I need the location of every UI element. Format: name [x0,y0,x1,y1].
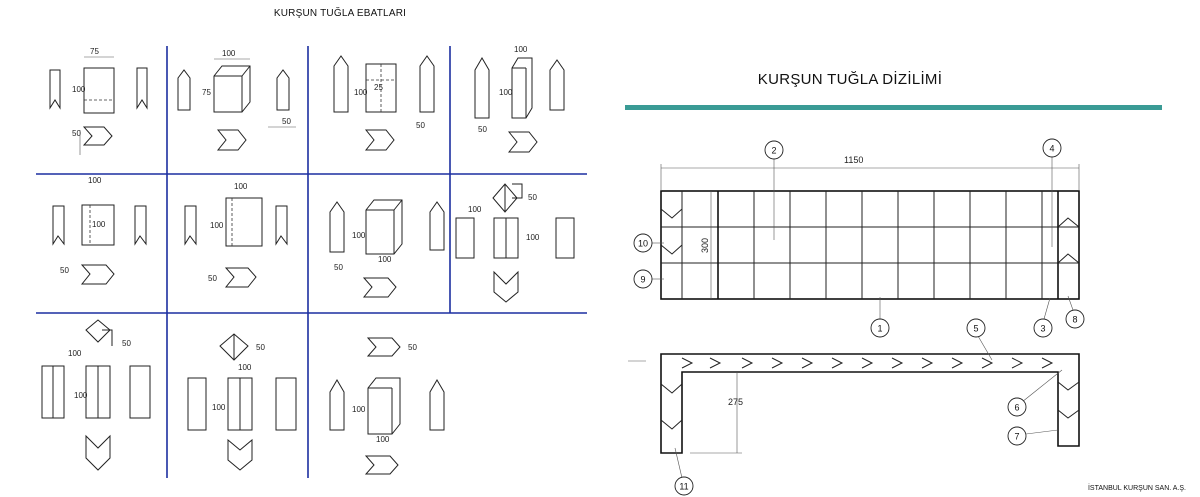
dim-label: 100 [526,233,540,242]
dim-label: 100 [499,88,513,97]
dim-label: 50 [208,274,217,283]
dim-label: 50 [416,121,425,130]
callout-4: 4 [1042,138,1062,247]
brick-wall-drawing: 1150 300 [660,155,1080,300]
brick-cell-5: 100 100 50 [52,176,147,285]
brick-cell-7: 100 100 50 [329,199,445,298]
return-outline [660,353,1080,454]
callout-10: 10 [633,233,664,253]
dim-label: 100 [88,176,102,185]
dim-label: 50 [256,343,265,352]
callout-2: 2 [764,140,784,240]
callout-9: 9 [633,269,664,289]
brick-cell-9: 50 100 100 [41,319,151,471]
dim-label: 100 [376,435,390,444]
svg-text:10: 10 [638,238,648,248]
svg-text:5: 5 [973,323,978,333]
dim-label: 50 [60,266,69,275]
dim-label: 100 [378,255,392,264]
dim-label: 100 [352,405,366,414]
dim-label: 100 [92,220,106,229]
brick-cell-11: 50 100 100 [329,337,445,475]
callout-6: 6 [1007,369,1063,417]
svg-text:6: 6 [1014,402,1019,412]
dim-label: 50 [478,125,487,134]
company-footer: İSTANBUL KURŞUN SAN. A.Ş. [1087,485,1186,492]
callout-7: 7 [1007,426,1059,446]
brick-cell-8: 50 100 100 [455,183,575,303]
svg-text:9: 9 [640,274,645,284]
dim-label: 50 [72,129,81,138]
dim-label: 100 [468,205,482,214]
dim-label: 50 [408,343,417,352]
dim-label: 100 [222,49,236,58]
brick-return-drawing: 275 [628,353,1080,454]
callout-5: 5 [966,318,993,361]
dim-label: 75 [202,88,211,97]
dim-label: 100 [238,363,252,372]
dim-label: 100 [68,349,82,358]
dim-label: 100 [352,231,366,240]
dim-label: 100 [234,182,248,191]
accent-bar [625,105,1162,110]
callout-8: 8 [1065,295,1085,329]
return-height-dim: 275 [728,397,743,407]
svg-text:7: 7 [1014,431,1019,441]
dim-label: 25 [374,83,383,92]
dim-label: 75 [90,47,99,56]
dim-label: 100 [72,85,86,94]
svg-text:2: 2 [771,145,776,155]
dim-label: 50 [282,117,291,126]
svg-text:1: 1 [877,323,882,333]
left-panel-title: KURŞUN TUĞLA EBATLARI [273,8,407,19]
brick-sizes-grid [36,46,587,478]
brick-cell-6: 100 100 50 [184,182,288,288]
svg-text:3: 3 [1040,323,1045,333]
svg-text:8: 8 [1072,314,1077,324]
wall-height-dim: 300 [700,238,710,253]
dim-label: 100 [74,391,88,400]
dim-label: 50 [334,263,343,272]
dim-label: 100 [212,403,226,412]
brick-cell-10: 50 100 100 [187,333,297,471]
wall-outline [660,190,1080,300]
dim-label: 100 [514,45,528,54]
brick-cell-3: 25 100 50 [333,55,435,151]
wall-width-dim: 1150 [844,155,863,165]
brick-cell-1: 75 100 50 [49,47,148,155]
brick-cell-2: 100 75 50 [177,49,296,151]
right-panel-title: KURŞUN TUĞLA DİZİLİMİ [757,71,943,88]
callout-11: 11 [674,447,694,496]
dim-label: 100 [210,221,224,230]
dim-label: 50 [122,339,131,348]
dim-label: 50 [528,193,537,202]
callout-1: 1 [870,297,890,338]
brick-cell-4: 100 100 50 [474,45,565,153]
svg-text:11: 11 [679,481,688,491]
callout-3: 3 [1033,297,1053,338]
svg-text:4: 4 [1049,143,1054,153]
dim-label: 100 [354,88,368,97]
